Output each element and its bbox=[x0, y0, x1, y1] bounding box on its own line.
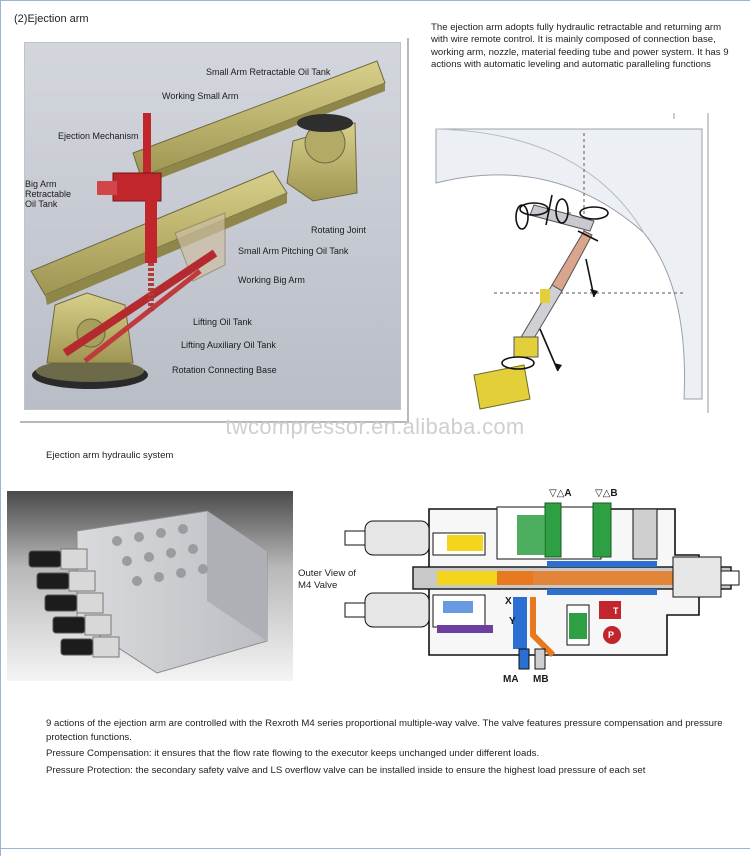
port-mb-label: MB bbox=[533, 674, 549, 685]
port-a-label: ▽△A bbox=[549, 488, 572, 499]
label-lifting-oil-tank: Lifting Oil Tank bbox=[193, 317, 252, 327]
arm-actions-figure bbox=[434, 113, 712, 413]
valve-photo-drawing bbox=[7, 491, 293, 681]
ejection-arm-structure-figure: Small Arm Retractable Oil Tank Working S… bbox=[24, 42, 401, 410]
paragraph: 9 actions of the ejection arm are contro… bbox=[46, 718, 723, 743]
watermark: twcompressor.en.alibaba.com bbox=[225, 414, 525, 439]
label-small-arm-pitching-oil-tank: Small Arm Pitching Oil Tank bbox=[238, 246, 349, 256]
valve-schematic-drawing bbox=[344, 502, 740, 670]
intro-text: The ejection arm adopts fully hydraulic … bbox=[431, 22, 729, 71]
m4-valve-photo bbox=[7, 491, 293, 681]
top-border bbox=[0, 0, 750, 1]
port-x-label: X bbox=[505, 596, 512, 607]
left-border bbox=[0, 0, 1, 856]
bottom-border bbox=[0, 848, 750, 849]
paragraph: Pressure Protection: the secondary safet… bbox=[46, 765, 646, 777]
port-b-label: ▽△B bbox=[595, 488, 618, 499]
valve-caption: Outer View of M4 Valve bbox=[298, 568, 356, 591]
port-t-label: T bbox=[613, 606, 619, 616]
m4-valve-schematic: ▽△A ▽△B X Y T P MA MB bbox=[337, 485, 747, 690]
label-rotation-connecting-base: Rotation Connecting Base bbox=[172, 365, 277, 375]
label-small-arm-retractable-oil-tank: Small Arm Retractable Oil Tank bbox=[206, 67, 331, 77]
label-rotating-joint: Rotating Joint bbox=[311, 225, 367, 235]
ejection-arm-drawing bbox=[25, 43, 400, 409]
port-ma-label: MA bbox=[503, 674, 519, 685]
label-working-small-arm: Working Small Arm bbox=[162, 91, 239, 101]
paragraph: Pressure Compensation: it ensures that t… bbox=[46, 748, 540, 760]
port-p-label: P bbox=[608, 630, 615, 640]
label-lifting-auxiliary-oil-tank: Lifting Auxiliary Oil Tank bbox=[181, 340, 276, 350]
figure-shadow bbox=[407, 38, 409, 422]
figure-shadow bbox=[20, 421, 409, 423]
hydraulic-system-title: Ejection arm hydraulic system bbox=[46, 450, 174, 461]
arm-actions-drawing bbox=[435, 113, 709, 413]
label-ejection-mechanism: Ejection Mechanism bbox=[58, 131, 139, 141]
label-working-big-arm: Working Big Arm bbox=[238, 275, 305, 285]
section-title: (2)Ejection arm bbox=[14, 13, 89, 25]
label-big-arm-retractable-oil-tank: Big Arm Retractable Oil Tank bbox=[25, 179, 72, 209]
port-y-label: Y bbox=[509, 616, 516, 627]
description: 9 actions of the ejection arm are contro… bbox=[46, 717, 726, 781]
